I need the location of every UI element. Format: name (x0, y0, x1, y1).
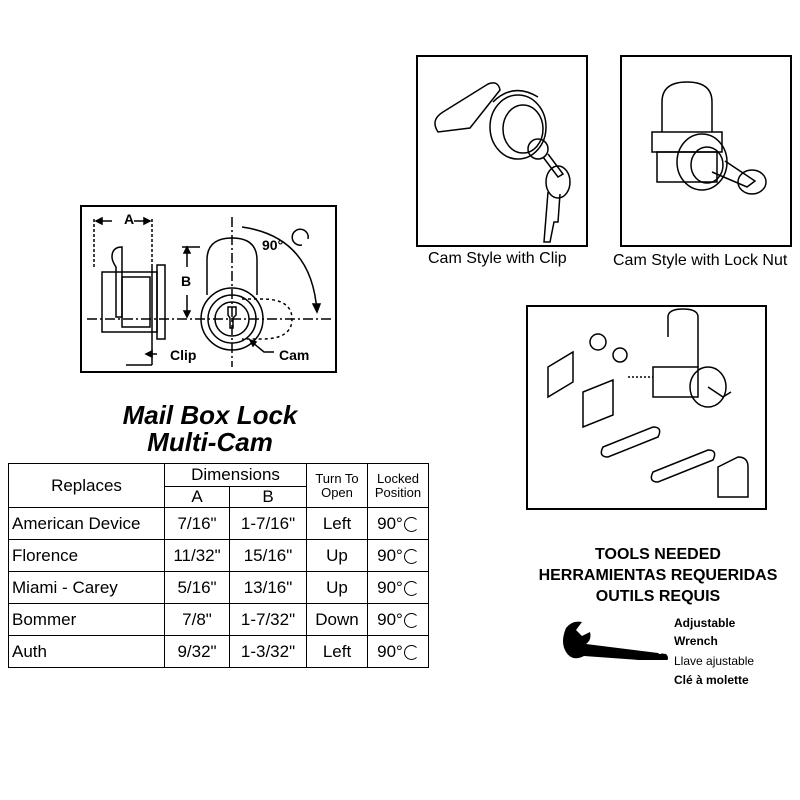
rotation-icon (403, 516, 419, 532)
row-b: 1-7/32" (229, 603, 307, 636)
header-a: A (164, 486, 230, 508)
tools-heading-en: TOOLS NEEDED (595, 546, 721, 563)
row-a: 7/16" (164, 507, 230, 540)
row-locked-value: 90° (377, 641, 403, 661)
wrench-icon (563, 621, 668, 660)
row-b: 15/16" (229, 539, 307, 572)
row-locked-value: 90° (377, 545, 403, 565)
header-replaces: Replaces (8, 463, 165, 508)
table-header-row: Replaces Dimensions Turn To Open Locked … (8, 463, 429, 508)
row-b: 1-7/16" (229, 507, 307, 540)
row-turn: Up (306, 539, 368, 572)
table-row: Auth 9/32" 1-3/32" Left 90° (8, 635, 429, 668)
row-a: 11/32" (164, 539, 230, 572)
row-name: Miami - Carey (8, 571, 165, 604)
header-turn-line2: Open (321, 484, 353, 500)
table-row: Florence 11/32" 15/16" Up 90° (8, 539, 429, 572)
cam-lock-nut-icon (651, 81, 767, 195)
dimension-b-label: B (181, 273, 192, 289)
row-locked: 90° (367, 507, 429, 540)
row-b: 13/16" (229, 571, 307, 604)
row-locked: 90° (367, 635, 429, 668)
row-name: Florence (8, 539, 165, 572)
header-locked-line1: Locked (377, 470, 419, 486)
row-locked: 90° (367, 603, 429, 636)
row-a: 7/8" (164, 603, 230, 636)
row-a: 9/32" (164, 635, 230, 668)
nut-lock-illustration (620, 55, 792, 247)
header-locked-position: Locked Position (367, 463, 429, 508)
parts-kit-illustration (526, 305, 767, 510)
row-a: 5/16" (164, 571, 230, 604)
row-name: American Device (8, 507, 165, 540)
cam-label: Cam (279, 347, 310, 363)
row-locked: 90° (367, 539, 429, 572)
row-turn: Up (306, 571, 368, 604)
lock-parts-kit-icon (547, 308, 749, 498)
wrench-label-es: Llave ajustable (674, 654, 755, 668)
rotation-icon (403, 612, 419, 628)
header-b: B (229, 486, 307, 508)
rotation-icon (403, 580, 419, 596)
clip-caption: Cam Style with Clip (428, 250, 567, 267)
row-locked-value: 90° (377, 513, 403, 533)
tools-heading-fr: OUTILS REQUIS (595, 588, 721, 605)
dimension-diagram: A B 90° Clip Cam (80, 205, 337, 373)
tools-heading-es: HERRAMIENTAS REQUERIDAS (538, 567, 778, 584)
product-subtitle: Multi-Cam (147, 427, 273, 457)
replacement-table: Replaces Dimensions Turn To Open Locked … (8, 463, 429, 668)
wrench-label-en2: Wrench (674, 634, 718, 648)
header-turn-line1: Turn To (315, 470, 359, 486)
wrench-label-fr: Clé à molette (674, 673, 749, 687)
product-title: Mail Box Lock (122, 400, 298, 430)
row-locked-value: 90° (377, 577, 403, 597)
row-b: 1-3/32" (229, 635, 307, 668)
row-name: Auth (8, 635, 165, 668)
angle-label: 90° (262, 237, 284, 253)
rotation-icon (403, 644, 419, 660)
row-name: Bommer (8, 603, 165, 636)
row-turn: Left (306, 635, 368, 668)
rotation-icon (403, 548, 419, 564)
lock-dimension-drawing (87, 216, 332, 367)
header-locked-line2: Position (374, 484, 422, 500)
cam-lock-clip-icon (434, 82, 571, 243)
row-locked: 90° (367, 571, 429, 604)
clip-label: Clip (170, 347, 197, 363)
wrench-label-en1: Adjustable (674, 616, 736, 630)
dimension-a-label: A (124, 211, 135, 227)
table-row: Miami - Carey 5/16" 13/16" Up 90° (8, 571, 429, 604)
row-locked-value: 90° (377, 609, 403, 629)
header-dimensions: Dimensions (164, 463, 307, 487)
row-turn: Left (306, 507, 368, 540)
header-turn-to-open: Turn To Open (306, 463, 368, 508)
nut-caption: Cam Style with Lock Nut (613, 252, 788, 269)
table-row: Bommer 7/8" 1-7/32" Down 90° (8, 603, 429, 636)
table-row: American Device 7/16" 1-7/16" Left 90° (8, 507, 429, 540)
clip-lock-illustration (416, 55, 588, 247)
row-turn: Down (306, 603, 368, 636)
